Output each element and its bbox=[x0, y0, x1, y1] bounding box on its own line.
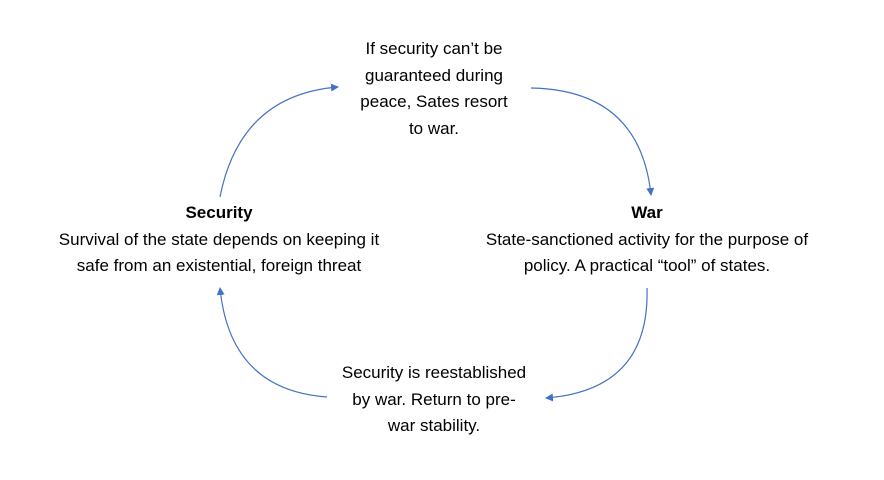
bottom-node: Security is reestablished by war. Return… bbox=[334, 360, 534, 440]
bottom-node-line: war stability. bbox=[387, 416, 481, 435]
top-node-line: guaranteed during bbox=[364, 65, 503, 85]
security-line: Survival of the state depends on keeping… bbox=[58, 229, 380, 249]
security-line: safe from an existential, foreign threat bbox=[76, 256, 362, 275]
arrow-top-to-war bbox=[530, 87, 655, 196]
bottom-node-line: Security is reestablished bbox=[341, 363, 527, 382]
top-node-line: peace, Sates resort bbox=[360, 92, 508, 111]
security-node: Security Survival of the state depends o… bbox=[19, 200, 419, 280]
war-line: policy. A practical “tool” of states. bbox=[523, 256, 771, 275]
war-line: State-sanctioned activity for the purpos… bbox=[485, 229, 809, 249]
top-node-line: to war. bbox=[408, 118, 460, 138]
arrow-war-to-bottom bbox=[545, 287, 648, 402]
top-node: If security can’t be guaranteed during p… bbox=[334, 36, 534, 142]
war-node: War State-sanctioned activity for the pu… bbox=[447, 200, 847, 280]
war-title: War bbox=[631, 203, 663, 222]
arrow-security-to-top bbox=[219, 83, 339, 198]
top-node-line: If security can’t be bbox=[365, 39, 503, 58]
arrow-bottom-to-security bbox=[216, 287, 328, 398]
bottom-node-line: by war. Return to pre- bbox=[352, 389, 516, 409]
security-title: Security bbox=[185, 203, 253, 222]
